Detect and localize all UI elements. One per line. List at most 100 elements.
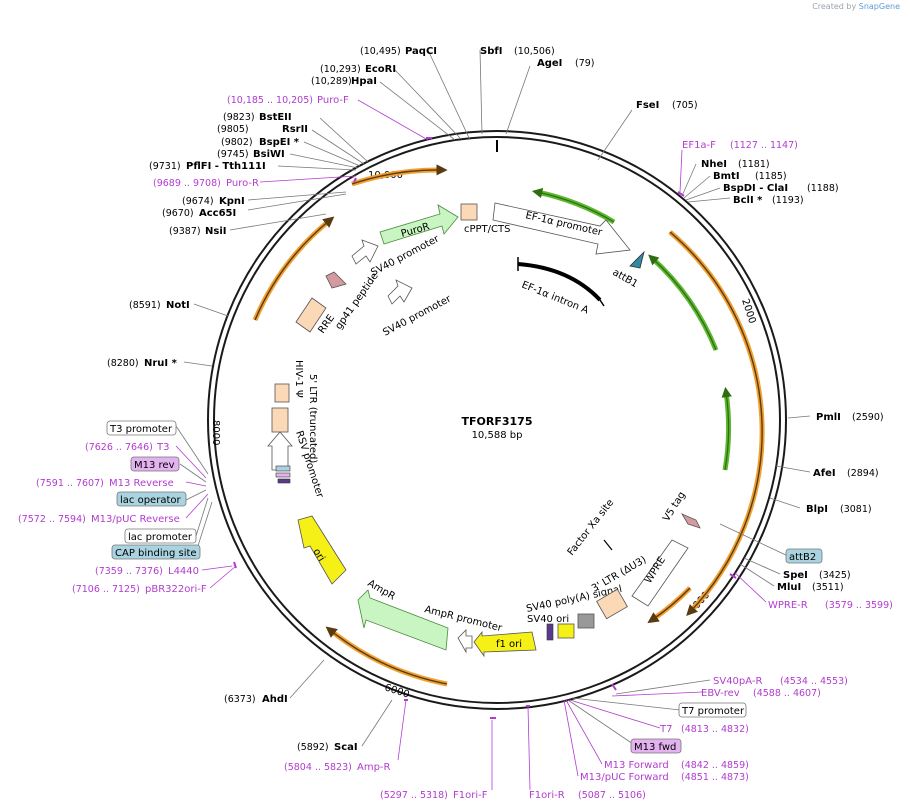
orf-arc-left xyxy=(254,216,335,321)
ampr-promoter-arrow xyxy=(457,629,473,654)
green-arc-right xyxy=(648,254,717,351)
feature-f1-ori: f1 ori xyxy=(496,639,522,650)
svg-text:(9670): (9670) xyxy=(162,208,194,219)
green-arc-mid xyxy=(721,386,732,471)
ori-arrow xyxy=(297,515,347,585)
enzyme-bspdi: BspDI - ClaI xyxy=(723,183,788,194)
feature-attb1: attB1 xyxy=(611,267,640,290)
enzyme-noti: NotI xyxy=(166,300,190,311)
backbone-outer-circle xyxy=(207,130,787,710)
ef1a-intron-arc xyxy=(517,262,602,302)
cppt-cts-box xyxy=(460,203,478,221)
enzyme-afei: AfeI xyxy=(813,468,836,479)
feature-hiv-psi: HIV-1 Ψ xyxy=(293,360,304,398)
svg-text:(7626 .. 7646): (7626 .. 7646) xyxy=(85,442,153,453)
label-lac-operator: lac operator xyxy=(120,495,181,506)
primer-f1ori-r: F1ori-R xyxy=(529,790,565,801)
svg-text:(6373): (6373) xyxy=(224,694,256,705)
snapgene-credit: Created by SnapGene xyxy=(812,2,900,11)
svg-text:(3425): (3425) xyxy=(819,570,851,581)
enzyme-scai: ScaI xyxy=(334,742,358,753)
svg-text:(5087 .. 5106): (5087 .. 5106) xyxy=(578,790,646,801)
enzyme-kpni: KpnI xyxy=(219,196,245,207)
svg-text:(3081): (3081) xyxy=(840,504,872,515)
enzyme-bsteii: BstEII xyxy=(259,112,292,123)
orf-arc-puro xyxy=(351,164,448,185)
enzyme-sbfi: SbfI xyxy=(480,46,502,57)
enzyme-bcli: BclI * xyxy=(733,195,763,206)
enzyme-pflfi: PflFI - Tth111I xyxy=(186,161,266,172)
svg-text:(1127 .. 1147): (1127 .. 1147) xyxy=(730,140,798,151)
feature-factor-xa: Factor Xa site xyxy=(566,497,617,557)
gp41-peptide-mark xyxy=(325,271,347,289)
rsv-promoter-arrow xyxy=(267,431,293,471)
svg-text:(1188): (1188) xyxy=(807,183,839,194)
svg-text:(1185): (1185) xyxy=(755,171,787,182)
svg-text:(8280): (8280) xyxy=(107,358,139,369)
ampr-arrow xyxy=(357,589,449,651)
svg-text:(3579 .. 3599): (3579 .. 3599) xyxy=(825,600,893,611)
primer-m13-reverse: M13 Reverse xyxy=(109,478,174,489)
ltr3-box xyxy=(596,588,628,620)
wpre-box xyxy=(631,539,689,607)
svg-text:(4588 .. 4607): (4588 .. 4607) xyxy=(753,688,821,699)
credit-prefix: Created by xyxy=(812,2,857,11)
svg-text:(1193): (1193) xyxy=(772,195,804,206)
enzyme-nhei: NheI xyxy=(701,159,727,170)
svg-text:(9823): (9823) xyxy=(223,112,255,123)
sv40-ori-box xyxy=(557,623,575,639)
primer-puro-f: Puro-F xyxy=(317,95,349,106)
svg-text:(10,289): (10,289) xyxy=(311,76,352,87)
enzyme-bmti: BmtI xyxy=(713,171,740,182)
svg-text:(79): (79) xyxy=(575,58,595,69)
green-arcs xyxy=(531,187,732,471)
svg-text:(8591): (8591) xyxy=(129,300,161,311)
label-t3-promoter: T3 promoter xyxy=(109,424,173,435)
orf-arc-small xyxy=(647,587,691,624)
primer-l4440: L4440 xyxy=(168,566,199,577)
svg-text:(705): (705) xyxy=(672,100,698,111)
boxed-labels: T3 promoter M13 rev lac operator lac pro… xyxy=(106,420,823,754)
primer-m13-puc-forward: M13/pUC Forward xyxy=(580,772,669,783)
primer-ebv-rev: EBV-rev xyxy=(701,688,740,699)
feature-v5: V5 tag xyxy=(661,490,688,524)
orf-arc-right xyxy=(669,231,763,617)
enzyme-nrui: NruI * xyxy=(144,358,178,369)
enzyme-pmli: PmlI xyxy=(816,412,841,423)
feature-puror: PuroR xyxy=(400,221,431,240)
svg-text:(5804 .. 5823): (5804 .. 5823) xyxy=(284,762,352,773)
primer-t3: T3 xyxy=(156,442,169,453)
svg-text:(7106 .. 7125): (7106 .. 7125) xyxy=(72,584,140,595)
svg-text:(1181): (1181) xyxy=(738,159,770,170)
svg-text:(2894): (2894) xyxy=(847,468,879,479)
primer-t7: T7 xyxy=(659,724,672,735)
svg-text:(9802): (9802) xyxy=(221,137,253,148)
enzyme-bspei: BspEI * xyxy=(259,137,300,148)
primer-sv40pa-r: SV40pA-R xyxy=(713,676,762,687)
ef1a-promoter-arrow xyxy=(492,202,631,255)
primer-pbr322ori-f: pBR322ori-F xyxy=(145,584,207,595)
label-m13-fwd: M13 fwd xyxy=(634,742,676,753)
primer-ef1a-f: EF1a-F xyxy=(682,140,716,151)
primer-m13-puc-reverse: M13/pUC Reverse xyxy=(91,514,180,525)
svg-text:(10,495): (10,495) xyxy=(360,46,401,57)
puror-arrow xyxy=(379,204,459,245)
svg-text:(3511): (3511) xyxy=(812,582,844,593)
sv40-polya-box xyxy=(577,613,595,629)
svg-text:(7572 .. 7594): (7572 .. 7594) xyxy=(18,514,86,525)
svg-text:(9805): (9805) xyxy=(217,124,249,135)
v5-tag-mark xyxy=(681,513,701,529)
enzyme-fsei: FseI xyxy=(636,100,659,111)
enzyme-hpai: HpaI xyxy=(351,76,377,87)
sv40-promoter-arrow-2 xyxy=(387,279,413,305)
primer-puro-r: Puro-R xyxy=(226,178,259,189)
f1-ori-arrow xyxy=(473,630,537,658)
enzyme-blpi: BlpI xyxy=(806,504,828,515)
plasmid-name: TFORF3175 xyxy=(462,415,533,428)
backbone-inner-circle xyxy=(213,136,781,704)
svg-text:(7591 .. 7607): (7591 .. 7607) xyxy=(36,478,104,489)
enzyme-spei: SpeI xyxy=(783,570,808,581)
hiv-psi-box xyxy=(274,383,290,403)
svg-text:(4534 .. 4553): (4534 .. 4553) xyxy=(780,676,848,687)
